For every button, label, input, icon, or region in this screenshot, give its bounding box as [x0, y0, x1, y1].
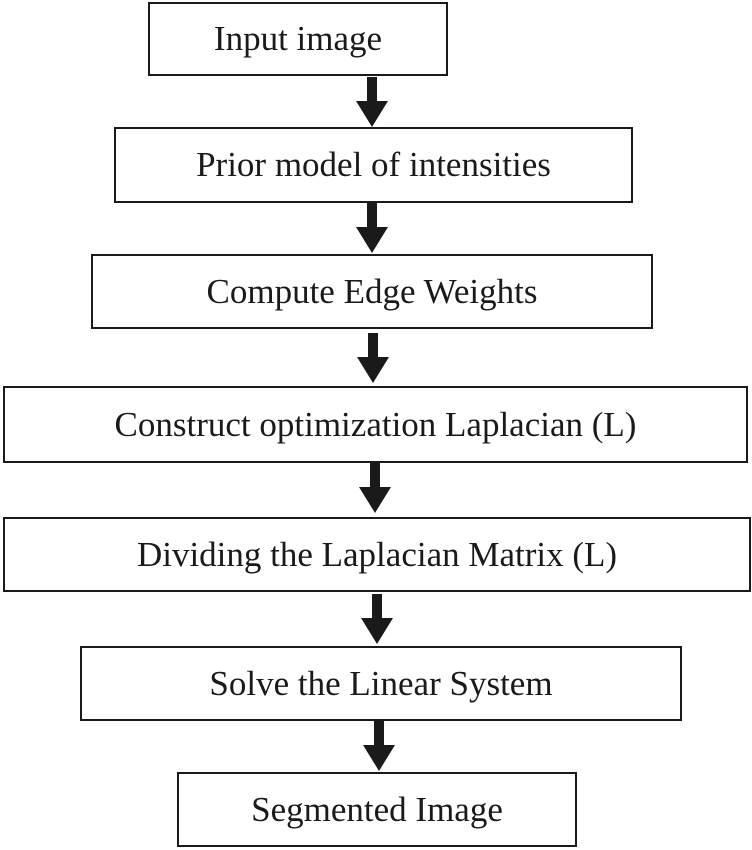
flow-arrow-icon	[363, 721, 395, 771]
step-label: Compute Edge Weights	[206, 271, 538, 311]
flow-arrow-icon	[356, 77, 388, 127]
flow-arrow-icon	[356, 203, 388, 253]
step-compute-edge-weights: Compute Edge Weights	[91, 254, 653, 329]
step-label: Construct optimization Laplacian (L)	[114, 404, 637, 444]
step-prior-model: Prior model of intensities	[114, 127, 633, 203]
step-label: Input image	[213, 19, 383, 58]
flow-arrow-icon	[359, 463, 391, 513]
step-segmented-image: Segmented Image	[177, 772, 577, 847]
flow-arrow-icon	[357, 333, 389, 383]
flow-arrow-icon	[361, 594, 393, 644]
step-dividing-laplacian: Dividing the Laplacian Matrix (L)	[3, 517, 751, 592]
step-label: Segmented Image	[251, 789, 503, 829]
step-construct-laplacian: Construct optimization Laplacian (L)	[3, 386, 748, 463]
step-label: Prior model of intensities	[196, 145, 551, 184]
step-input-image: Input image	[148, 2, 448, 76]
step-solve-linear-system: Solve the Linear System	[80, 646, 682, 721]
step-label: Solve the Linear System	[209, 663, 553, 703]
step-label: Dividing the Laplacian Matrix (L)	[136, 534, 618, 574]
